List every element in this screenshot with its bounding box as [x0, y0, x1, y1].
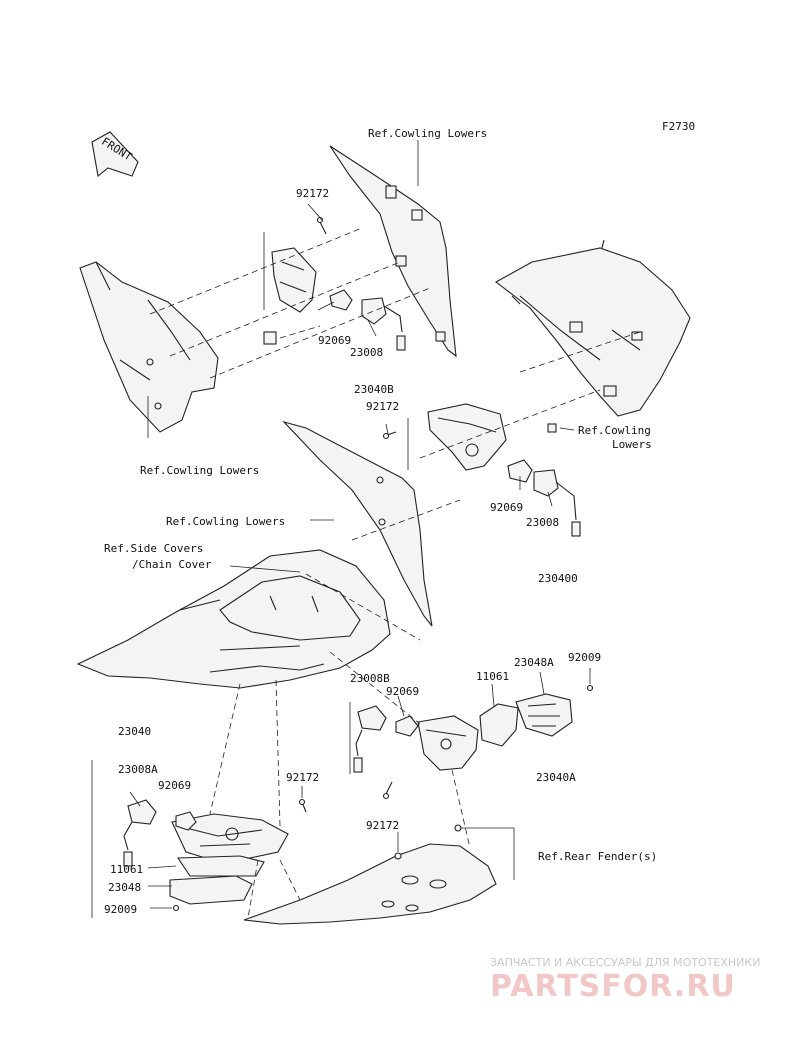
part-92069-c: 92069 [158, 779, 191, 792]
tail-cowl-center [76, 549, 391, 689]
ref-side-covers-line1: Ref.Side Covers [104, 542, 203, 555]
front-direction-badge: FRONT [91, 131, 139, 178]
right-bracket-grommet [547, 423, 557, 433]
part-23040: 23040 [118, 725, 151, 738]
screw-92009-a [172, 904, 180, 912]
socket-23008-b [533, 469, 581, 537]
part-11061-a: 11061 [110, 863, 143, 876]
leader-lines [91, 140, 591, 918]
top-cowl-lower-panel [329, 145, 457, 358]
part-23048A: 23048A [514, 656, 554, 669]
lens-23048 [169, 875, 253, 905]
right-turn-lamp-assembly [417, 715, 479, 771]
watermark: ЗАПЧАСТИ И АКСЕССУАРЫ ДЛЯ МОТОТЕХНИКИ PA… [490, 956, 760, 1004]
part-92172-b: 92172 [366, 400, 399, 413]
part-92069-b: 92069 [490, 501, 523, 514]
ref-cowling-lowers-left: Ref.Cowling Lowers [140, 464, 259, 477]
part-23040B: 23040B [354, 383, 394, 396]
part-23040D: 230400 [538, 572, 578, 585]
screw-lower-right-lamp [382, 781, 393, 800]
screw-92172-c [298, 798, 307, 813]
left-cowl-panel [79, 261, 219, 433]
bulb-92069-a [329, 289, 353, 311]
part-number-labels: 92172 92069 23008 23040B 92172 92069 230… [104, 187, 601, 916]
upper-bracket-assembly [263, 247, 317, 345]
bulb-92069-c [175, 811, 197, 831]
watermark-logo: PARTSFOR.RU [490, 969, 736, 1004]
ref-cowling-right-line1: Ref.Cowling [578, 424, 651, 437]
ref-rear-fender: Ref.Rear Fender(s) [538, 850, 657, 863]
assembly-dashed-lines [149, 227, 641, 919]
part-23008B: 23008B [350, 672, 390, 685]
socket-23008B [353, 705, 387, 773]
lens-23048A [515, 693, 573, 737]
part-23008-b: 23008 [526, 516, 559, 529]
bulb-92069-d [395, 715, 419, 737]
bulb-92069-b [507, 459, 533, 483]
part-11061-b: 11061 [476, 670, 509, 683]
part-92172-d: 92172 [366, 819, 399, 832]
part-92069-a: 92069 [318, 334, 351, 347]
right-cowl-panel [494, 239, 691, 417]
ref-cowling-lowers-top: Ref.Cowling Lowers [368, 127, 487, 140]
watermark-tagline: ЗАПЧАСТИ И АКСЕССУАРЫ ДЛЯ МОТОТЕХНИКИ [490, 956, 760, 969]
reference-labels: Ref.Cowling Lowers Ref.Cowling Lowers Re… [104, 127, 657, 863]
part-92069-d: 92069 [386, 685, 419, 698]
ref-side-covers-line2: /Chain Cover [132, 558, 212, 571]
part-23040A: 23040A [536, 771, 576, 784]
rear-fender-undertray [243, 824, 497, 925]
ref-cowling-right-line2: Lowers [612, 438, 652, 451]
part-23048: 23048 [108, 881, 141, 894]
lens-11061-b [479, 703, 519, 747]
figure-code: F2730 [662, 120, 695, 133]
part-92009-a: 92009 [104, 903, 137, 916]
screw-92009-b [586, 684, 594, 692]
screw-92172-b [382, 431, 397, 440]
part-92172-a: 92172 [296, 187, 329, 200]
part-92172-c: 92172 [286, 771, 319, 784]
part-23008A: 23008A [118, 763, 158, 776]
lens-11061-a [176, 855, 265, 877]
ref-cowling-lowers-mid: Ref.Cowling Lowers [166, 515, 285, 528]
left-turn-lamp-assembly [171, 813, 289, 861]
middle-cowl-lower-strip [282, 420, 433, 627]
part-92009-b: 92009 [568, 651, 601, 664]
socket-23008-a [361, 297, 406, 351]
part-23008-a: 23008 [350, 346, 383, 359]
socket-23008A [123, 799, 157, 867]
right-bracket-assembly [427, 403, 507, 471]
